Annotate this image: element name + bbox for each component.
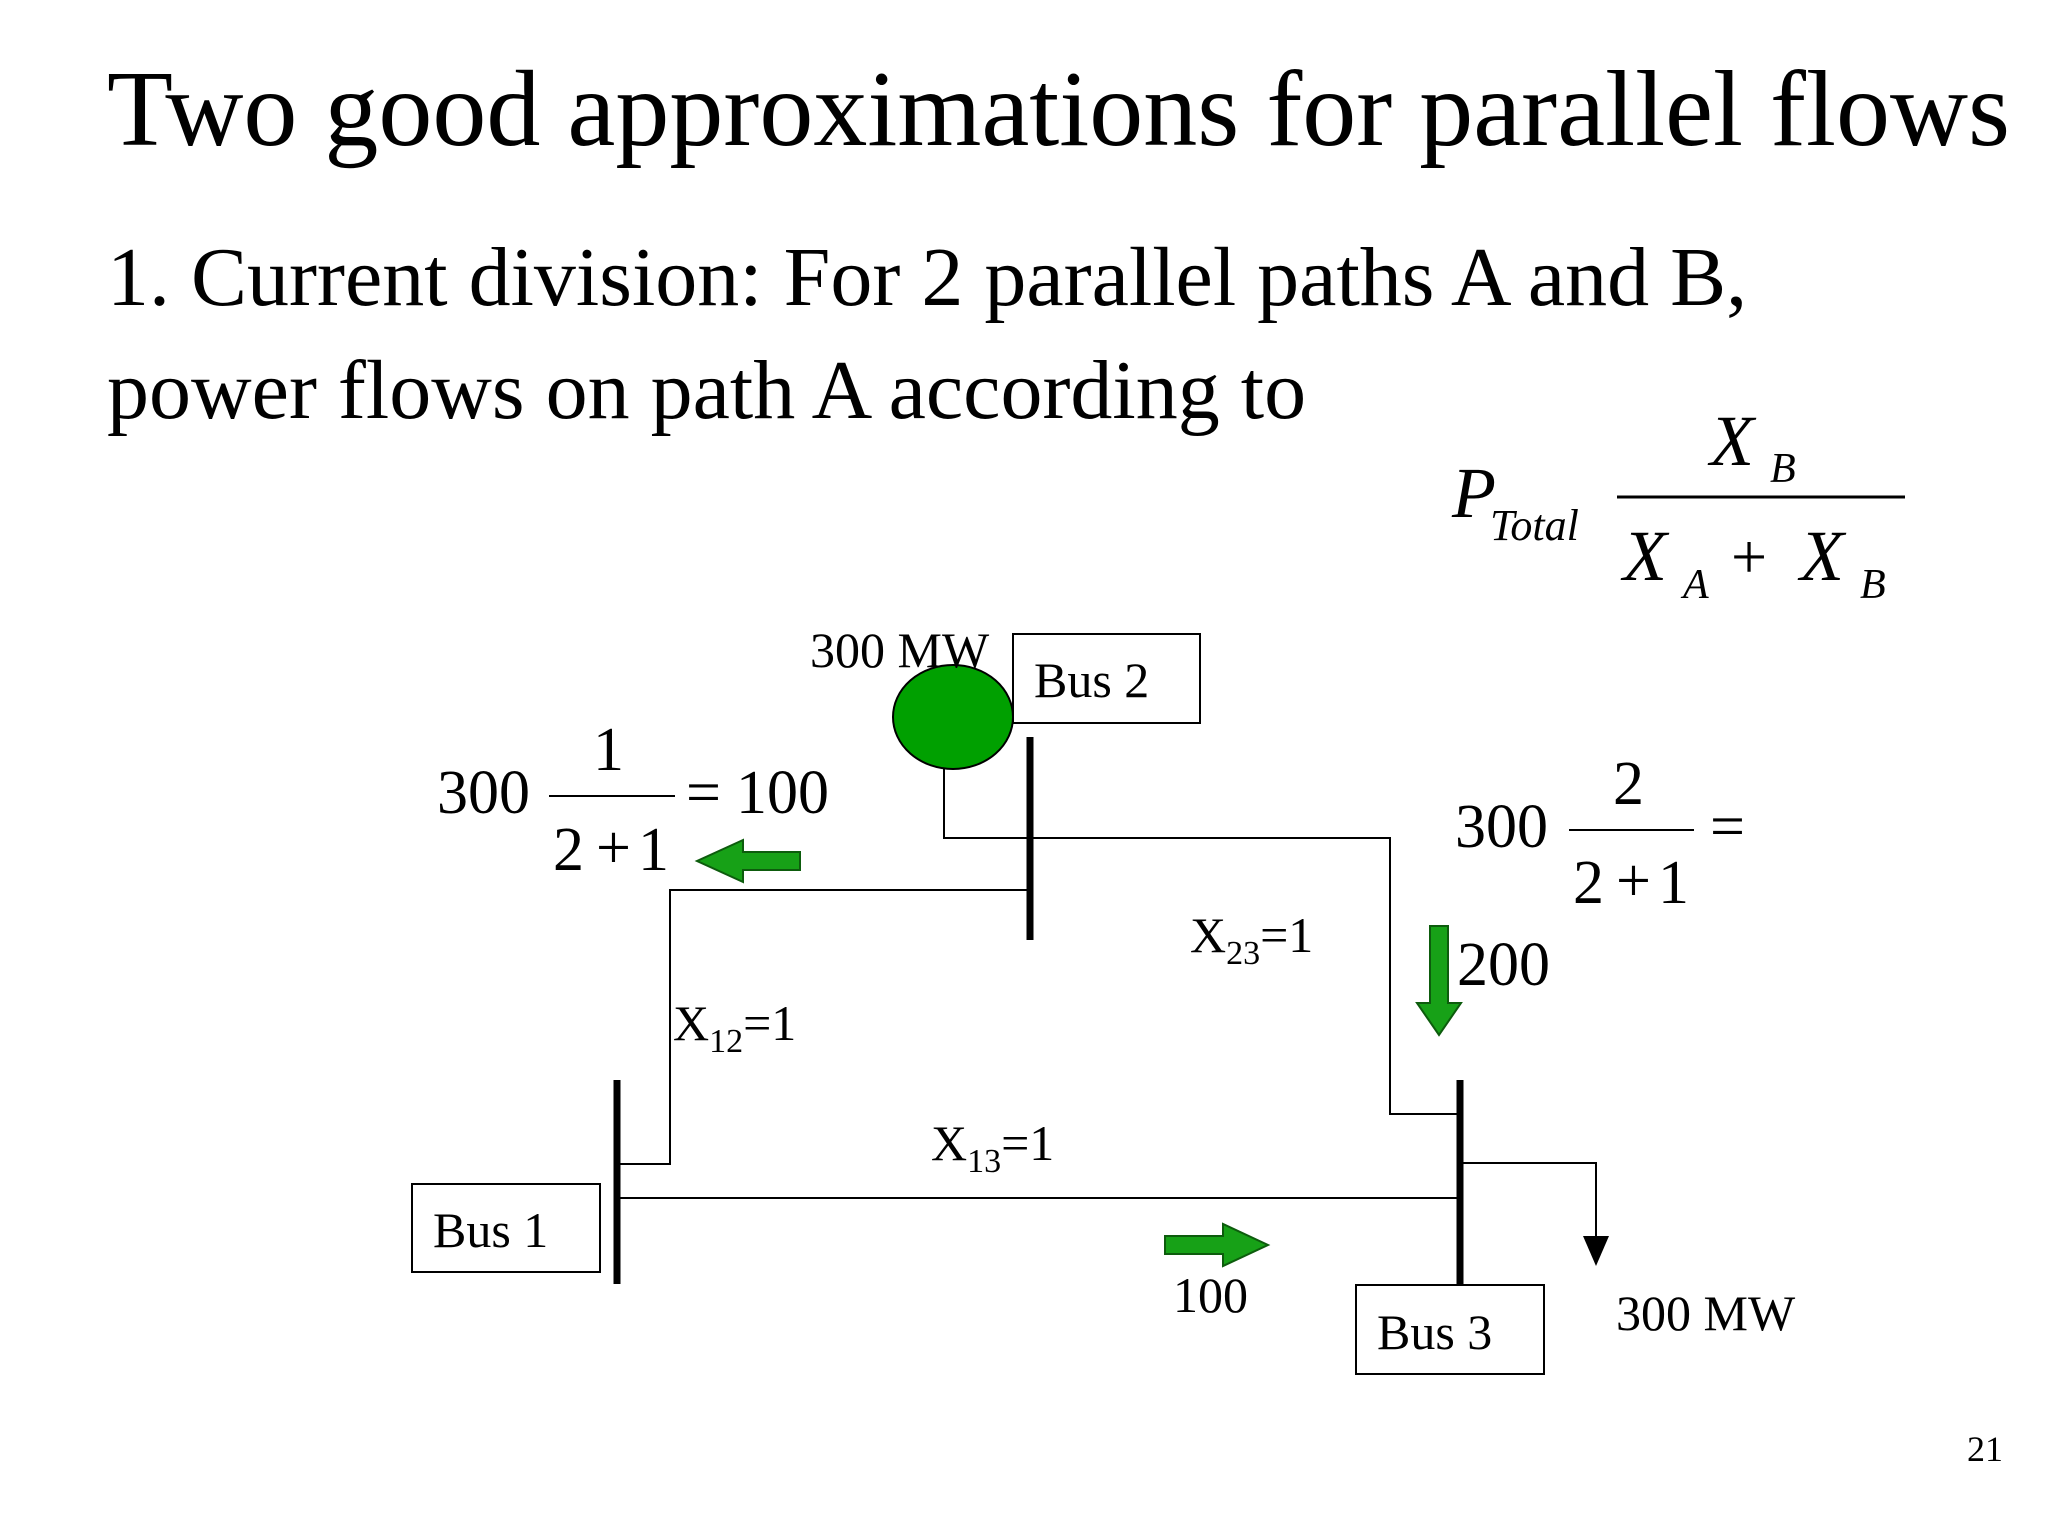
x12-subscript: 12 [709,1023,743,1060]
calc-left-denominator-b: 1 [638,816,669,884]
formula-p-subscript: Total [1490,501,1579,550]
load-arrow [1583,1236,1609,1266]
wire-line-12 [617,889,1030,1165]
x12-value: =1 [743,995,796,1051]
calc-right-denominator-plus: + [1616,847,1651,915]
calc-left-coefficient: 300 [437,759,530,827]
calc-right-denominator-b: 1 [1658,849,1689,917]
flow-arrow-line-12 [694,838,801,884]
formula-denominator-plus: + [1731,521,1767,592]
x13-subscript: 13 [967,1143,1001,1180]
flow-arrow-line-13 [1164,1222,1271,1268]
reactance-x12-label: X12=1 [673,995,796,1060]
calc-left-numerator: 1 [593,716,624,784]
current-division-formula: P Total X B X A + X B [1451,401,1905,608]
bus-2-label: Bus 2 [1034,652,1149,708]
formula-numerator-subscript: B [1770,446,1796,492]
x23-subscript: 23 [1226,935,1260,972]
reactance-x13-label: X13=1 [931,1115,1054,1180]
generator-label: 300 MW [810,622,990,678]
bus-1-box [411,1183,601,1273]
body-line-1: 1. Current division: For 2 parallel path… [107,231,1747,324]
calc-left: 300 1 2 + 1 = 100 [437,716,829,884]
calc-left-result: 100 [736,759,829,827]
bus-3-box [1355,1284,1545,1375]
body-line-2: power flows on path A according to [107,344,1306,437]
calc-right-coefficient: 300 [1455,793,1548,861]
calc-right: 300 2 2 + 1 = [1455,750,1745,917]
calc-left-denominator-plus: + [596,814,631,882]
wire-generator-to-line-23 [943,768,1460,1115]
formula-denominator-xa: X [1620,516,1670,596]
formula-denominator-xa-subscript: A [1680,562,1709,608]
x23-base: X [1190,907,1226,963]
formula-denominator-xb: X [1797,516,1847,596]
calc-left-denominator-a: 2 [553,816,584,884]
calc-right-equals: = [1710,793,1745,861]
generator-circle [892,664,1014,770]
calc-left-equals: = [686,759,721,827]
x13-base: X [931,1115,967,1171]
slide-title: Two good approximations for parallel flo… [107,50,2010,169]
flow-value-line-23: 200 [1457,931,1550,999]
bus-1-label: Bus 1 [433,1202,548,1258]
page-number: 21 [1967,1429,2003,1469]
bus-3-label: Bus 3 [1377,1304,1492,1360]
load-label: 300 MW [1616,1285,1796,1341]
calc-right-numerator: 2 [1613,750,1644,818]
flow-arrow-line-23 [1415,925,1463,1037]
calc-right-denominator-a: 2 [1573,849,1604,917]
x12-base: X [673,995,709,1051]
x13-value: =1 [1001,1115,1054,1171]
formula-p: P [1451,453,1496,533]
x23-value: =1 [1260,907,1313,963]
formula-numerator: X [1707,401,1757,481]
formula-denominator-xb-subscript: B [1860,562,1886,608]
bus-2-box [1012,633,1201,724]
flow-value-line-13: 100 [1173,1267,1248,1323]
wire-load-feeder [1460,1162,1597,1236]
network-wires [617,768,1609,1266]
reactance-x23-label: X23=1 [1190,907,1313,972]
